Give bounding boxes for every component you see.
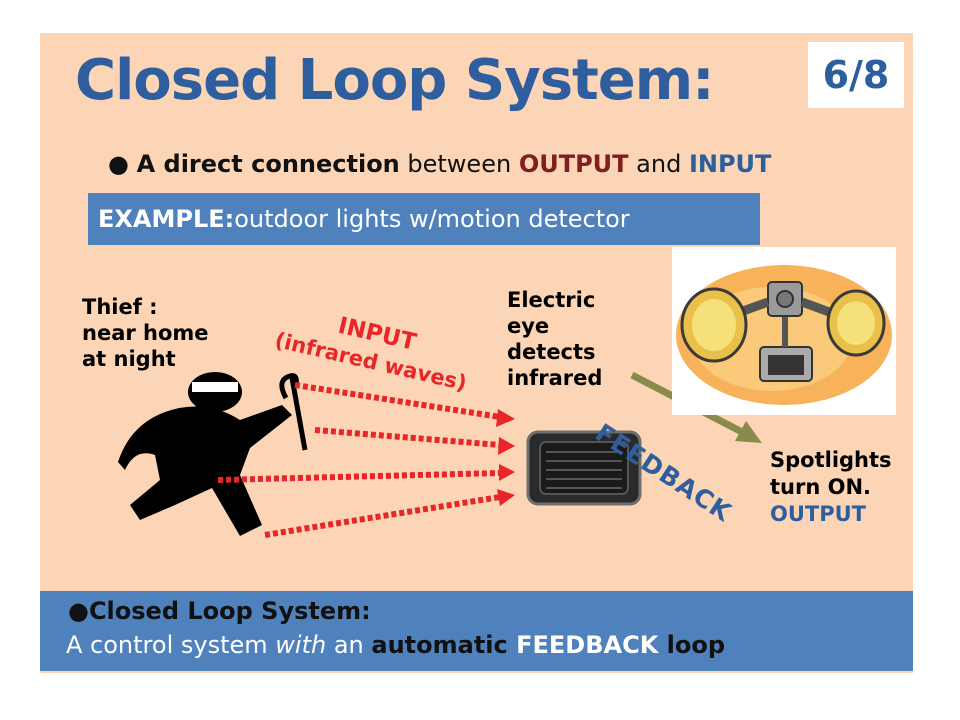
electric-eye-sensor [526, 430, 642, 506]
bullet-output-word: OUTPUT [518, 150, 629, 178]
output-label-line1: Spotlights [770, 448, 892, 472]
infrared-waves [217, 382, 501, 538]
bullet-text-bold: A direct connection [136, 150, 400, 178]
output-label-line3: OUTPUT [770, 502, 866, 526]
definition-text-an: an [326, 631, 372, 659]
wave-arrowheads [496, 409, 515, 506]
bullet-dot: ● [108, 150, 129, 178]
definition-text-feedback: FEEDBACK [516, 631, 659, 659]
definition-text-with: with [275, 631, 327, 659]
definition-text-1: A control system [66, 631, 276, 659]
page-number: 6/8 [808, 42, 904, 108]
spotlight-image [672, 247, 896, 415]
output-label: Spotlights turn ON. OUTPUT [770, 447, 892, 528]
definition-text: A control system with an automatic FEEDB… [66, 631, 725, 659]
output-label-line2: turn ON. [770, 475, 872, 499]
thief-label: Thief : near home at night [82, 295, 209, 371]
spotlight-illustration [676, 265, 892, 405]
example-banner: EXAMPLE: outdoor lights w/motion detecto… [88, 193, 760, 245]
electric-eye-label: Electric eye detects infrared [507, 288, 603, 390]
bullet-text: between [399, 150, 519, 178]
definition-heading: ●Closed Loop System: [68, 597, 371, 625]
slide-title: Closed Loop System: [75, 48, 715, 113]
definition-text-loop: loop [658, 631, 726, 659]
bullet-text-and: and [628, 150, 689, 178]
definition-text-automatic: automatic [371, 631, 517, 659]
bullet-input-word: INPUT [688, 150, 772, 178]
definition-bullet: ● A direct connection between OUTPUT and… [108, 150, 771, 178]
example-prefix: EXAMPLE: [98, 205, 235, 233]
definition-banner: ●Closed Loop System: A control system wi… [40, 591, 913, 671]
thief-silhouette [118, 372, 308, 536]
example-text: outdoor lights w/motion detector [234, 205, 630, 233]
